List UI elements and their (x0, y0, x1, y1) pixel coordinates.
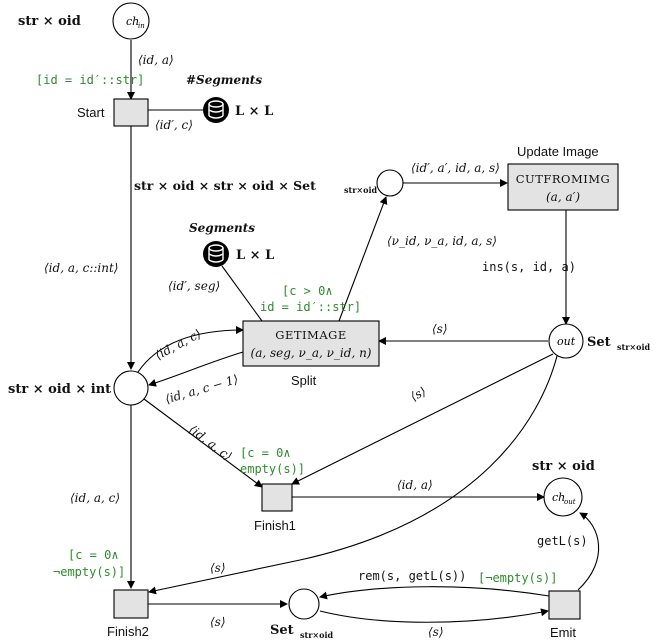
arc-getimage-left (148, 351, 244, 387)
arc-label-left-finish2: ⟨id, a, c⟩ (70, 491, 120, 505)
arc-getimage-mid (338, 196, 388, 322)
arc-label-out-finish2: ⟨s⟩ (210, 561, 226, 575)
sort-segments-db2: L × L (236, 248, 274, 263)
arc-label-finish1-chout: ⟨id, a⟩ (397, 478, 433, 492)
cut-from-img-label: CUTFROMIMG (516, 172, 611, 186)
arc-label-emit-bottom: rem(s, getL(s)) (358, 569, 466, 583)
guard-finish2-2: ¬empty(s)] (53, 565, 125, 579)
update-image-title: Update Image (517, 144, 599, 159)
transition-finish1 (261, 483, 293, 512)
transition-finish2 (113, 589, 149, 619)
place-ch-out: ch out (543, 477, 583, 517)
arc-label-finish2-bottom: ⟨s⟩ (210, 615, 226, 629)
segments-db-icon (203, 97, 229, 123)
sort-ch-out-place: str × oid (532, 459, 595, 474)
get-image-label: GETIMAGE (275, 328, 346, 342)
place-out-label: out (557, 335, 576, 348)
guard-finish1-1: [c = 0∧ (240, 446, 291, 460)
guard-finish2-1: [c = 0∧ (68, 548, 119, 562)
place-ch-out-label: ch (552, 491, 565, 504)
arc-label-emit-chout: getL(s) (537, 534, 588, 548)
guard-getimage-1: [c > 0∧ (282, 284, 333, 298)
segments-db2-icon (203, 241, 229, 267)
place-ch-in-sub: in (138, 22, 145, 30)
arc-label-bottom-emit: ⟨s⟩ (428, 625, 444, 639)
transition-start-label: Start (77, 105, 105, 120)
transition-finish1-label: Finish1 (254, 518, 296, 533)
sort-out-place-sub: str×oid (617, 342, 650, 352)
segments-db-label: #Segments (186, 73, 262, 87)
transition-emit (548, 590, 581, 620)
place-out: out (548, 323, 584, 359)
guard-emit: [¬empty(s)] (478, 571, 557, 585)
sort-segments-db: L × L (235, 104, 273, 119)
sort-left-place: str × oid × int (8, 382, 111, 397)
sort-top-left: str × oid (18, 14, 81, 29)
get-image-args: (a, seg, ν_a, ν_id, n) (251, 346, 372, 360)
arc-label-getimage-mid: ⟨ν_id, ν_a, id, a, s⟩ (387, 234, 497, 248)
sort-out-place: Set (587, 335, 611, 350)
transition-cut-from-img (507, 163, 619, 211)
transition-start (113, 98, 149, 127)
arc-emit-chout (577, 512, 600, 591)
arc-label-getimage-left: ⟨id, a, c − 1⟩ (164, 372, 240, 406)
place-ch-out-sub: out (564, 498, 576, 506)
arc-left-finish1 (143, 398, 263, 488)
arc-label-start-left: ⟨id, a, c::int⟩ (44, 261, 119, 275)
guard-getimage-2: id = id′::str] (260, 300, 361, 314)
arc-out-finish2 (148, 355, 558, 595)
guard-finish1-2: empty(s)] (240, 462, 305, 476)
guard-start: [id = id′::str] (36, 73, 144, 87)
arc-label-mid-cut: ⟨id′, a′, id, a, s⟩ (411, 161, 500, 175)
place-left (113, 370, 149, 406)
sort-bottom-place-sub: str×oid (300, 630, 333, 640)
arc-label-out-getimage: ⟨s⟩ (432, 322, 448, 336)
transition-emit-label: Emit (550, 625, 576, 640)
sort-mid-chain: str × oid × str × oid × Set (134, 178, 316, 193)
arc-label-chin-start: ⟨id, a⟩ (138, 53, 174, 67)
place-ch-in: ch in (112, 2, 150, 40)
place-mid (376, 169, 404, 197)
arc-left-getimage (137, 326, 244, 373)
arc-label-cut-out: ins(s, id, a) (482, 260, 576, 274)
arc-label-left-finish1: ⟨id, a, c⟩ (186, 422, 234, 463)
place-ch-in-label: ch (126, 15, 139, 28)
place-bottom (288, 588, 320, 620)
arc-out-finish1 (291, 353, 554, 485)
arc-emit-bottom (319, 586, 550, 600)
arc-label-out-finish1: ⟨s⟩ (408, 384, 428, 404)
arc-label-left-getimage: ⟨id, a, c⟩ (153, 327, 204, 363)
arcs (127, 40, 600, 623)
arc-bottom-emit (319, 608, 549, 623)
transition-finish2-label: Finish2 (107, 624, 149, 639)
cut-from-img-args: (a, a′) (546, 190, 580, 204)
arc-label-seg2-getimage: ⟨id′, seg⟩ (168, 279, 220, 293)
segments-db2-label: Segments (189, 221, 255, 235)
sort-mid-chain-sub: str×oid (344, 185, 377, 195)
transition-split-label: Split (291, 373, 317, 388)
arc-label-start-seg: ⟨id′, c⟩ (155, 118, 193, 132)
transition-get-image (242, 320, 380, 367)
arc-seg2-getimage (221, 265, 263, 322)
sort-bottom-place: Set (270, 623, 294, 638)
